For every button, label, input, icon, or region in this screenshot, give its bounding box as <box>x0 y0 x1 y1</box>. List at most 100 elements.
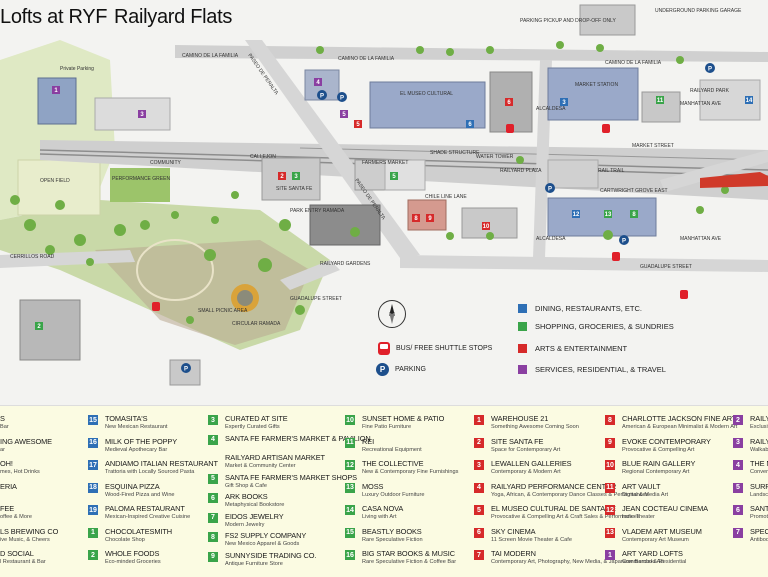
directory-name: SITE SANTA FE <box>491 436 544 446</box>
svg-text:11: 11 <box>657 98 664 104</box>
directory-description: Antique Furniture Store <box>225 560 283 567</box>
directory-entry[interactable]: ERIA <box>0 482 130 506</box>
directory-name: LEWALLEN GALLERIES <box>491 459 572 468</box>
directory-name: WAREHOUSE 21 <box>491 414 549 423</box>
directory-description: 11 Screen Movie Theater & Cafe <box>491 536 572 543</box>
directory-description: Fine Patio Furniture <box>362 424 412 430</box>
label-alcaldesa: ALCALDESA <box>536 106 566 112</box>
directory-entry[interactable]: 2RAILYAExclusive <box>733 414 768 438</box>
directory-name: CASA NOVA <box>362 504 404 513</box>
directory-name: VLADEM ART MUSEUM <box>622 526 702 536</box>
directory-number-badge: 3 <box>208 415 218 425</box>
directory-number-badge: 1 <box>474 415 484 425</box>
directory-entry[interactable]: 6SANTA MARKEPromotin Agricultu <box>733 504 768 528</box>
svg-text:3: 3 <box>562 100 566 106</box>
directory-description: Expertly Curated Gifts <box>225 424 280 430</box>
directory-number-badge: 2 <box>733 415 743 425</box>
directory-number-badge: 15 <box>88 415 98 425</box>
directory-description: Mexican-Inspired Creative Cuisine <box>105 514 191 520</box>
directory-entry[interactable]: 7SPECIFAntibody <box>733 527 768 551</box>
legend-swatch-dining <box>518 303 527 313</box>
directory-description: Commercial & Residential <box>622 559 687 565</box>
label-rail-trail: RAIL TRAIL <box>598 168 625 174</box>
directory-name: ESQUINA PIZZA <box>105 481 160 491</box>
label-railyard-plaza: RAILYARD PLAZA <box>500 168 542 174</box>
directory-number-badge: 5 <box>733 482 743 493</box>
parking-key: P PARKING <box>376 363 426 376</box>
directory-description: Promotin Agricultu <box>750 514 768 520</box>
directory-name: FS2 SUPPLY COMPANY <box>225 531 307 540</box>
cerrillos-road <box>0 250 135 268</box>
directory-name: RAILYARD PERFORMANCE CENTER <box>491 481 617 491</box>
directory-name: BEASTLY BOOKS <box>362 526 422 536</box>
directory-number-badge: 6 <box>474 527 484 538</box>
directory-entry[interactable]: 5SURROLandscape & Interior <box>733 482 768 506</box>
svg-text:5: 5 <box>392 174 396 180</box>
directory-entry[interactable]: OH!mes, Hot Drinks <box>0 459 130 483</box>
label-shade-structure: SHADE STRUCTURE <box>430 150 480 156</box>
directory-description: offee & More <box>0 514 32 520</box>
label-chile-line: CHILE LINE LANE <box>425 194 467 200</box>
directory-number-badge: 17 <box>88 460 98 470</box>
directory-name: THE COLLECTIVE <box>362 459 424 468</box>
directory-number-badge: 8 <box>208 532 218 542</box>
directory-name: BIG STAR BOOKS & MUSIC <box>362 549 455 558</box>
directory-entry[interactable]: 3RAILYAWalkable <box>733 437 768 461</box>
legend-shopping: SHOPPING, GROCERIES, & SUNDRIES <box>518 320 674 332</box>
parking-key-label: PARKING <box>395 366 426 373</box>
directory-number-badge: 3 <box>733 437 743 448</box>
directory-number-badge: 3 <box>474 460 484 470</box>
label-farmers-market: FARMERS MARKET <box>362 160 408 166</box>
directory-description: Provocative & Compelling Art <box>622 446 695 453</box>
directory-name: SUNNYSIDE TRADING CO. <box>225 550 317 560</box>
svg-text:P: P <box>320 94 324 100</box>
legend-label-shopping: SHOPPING, GROCERIES, & SUNDRIES <box>535 321 674 331</box>
train <box>700 172 768 188</box>
market-street-road <box>660 150 768 192</box>
directory-description: Luxury Outdoor Furniture <box>362 491 425 498</box>
directory-number-badge: 10 <box>345 415 355 425</box>
